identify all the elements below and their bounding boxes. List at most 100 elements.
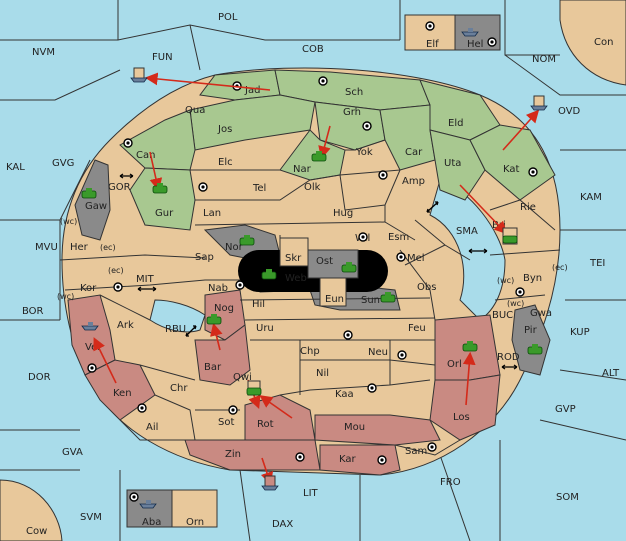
label-kor: Kor xyxy=(80,283,97,294)
prov-orn[interactable] xyxy=(171,489,218,528)
label-nor: Nor xyxy=(225,242,244,253)
army-ost[interactable] xyxy=(341,262,357,273)
prov-mou[interactable] xyxy=(314,414,441,446)
label-sap: Sap xyxy=(195,252,214,263)
army-web[interactable] xyxy=(261,269,277,280)
army-nar[interactable] xyxy=(311,151,327,162)
label-web: Web xyxy=(285,273,307,284)
prov-eun-box[interactable] xyxy=(319,277,347,307)
sc-hel xyxy=(487,37,497,47)
order-jad-fun xyxy=(144,72,271,91)
sea-cob: COB xyxy=(302,44,324,55)
army-nog[interactable] xyxy=(206,314,222,325)
grey-power-region xyxy=(74,14,551,528)
sea-dor: DOR xyxy=(28,372,51,383)
sea-gor: GOR xyxy=(108,182,131,193)
label-nil: Nil xyxy=(316,368,329,379)
sea-mit: MIT xyxy=(136,274,155,285)
sc-mel xyxy=(396,252,406,262)
army-bri[interactable] xyxy=(502,227,518,245)
passage-arrows xyxy=(119,173,518,370)
label-gur: Gur xyxy=(155,208,174,219)
sea-ovd: OVD xyxy=(558,106,581,117)
sea-svm: SVM xyxy=(80,512,102,523)
label-can: Can xyxy=(136,150,155,161)
label-kat: Kat xyxy=(503,164,520,175)
army-gaw[interactable] xyxy=(81,188,97,199)
prov-elf[interactable] xyxy=(404,14,456,51)
label-elf: Elf xyxy=(426,39,439,50)
sc-kar xyxy=(377,455,387,465)
label-zin: Zin xyxy=(225,449,241,460)
label-kaa: Kaa xyxy=(335,389,354,400)
supply-centres xyxy=(87,21,538,502)
sea-gvp: GVP xyxy=(555,404,576,415)
sea-rbu: RBU xyxy=(165,324,186,335)
label-chp: Chp xyxy=(300,346,320,357)
army-qwi[interactable] xyxy=(246,380,262,396)
sc-kat xyxy=(528,167,538,177)
label-nog: Nog xyxy=(214,303,234,314)
sc-zin xyxy=(295,452,305,462)
order-grh-nar xyxy=(318,125,331,160)
sea-mvu: MVU xyxy=(35,242,58,253)
sea-dax: DAX xyxy=(272,519,293,530)
label-jad: Jad xyxy=(244,85,260,96)
sea-nvm: NVM xyxy=(32,47,55,58)
sc-can xyxy=(123,138,133,148)
sc-ver xyxy=(87,363,97,373)
sea-sma: SMA xyxy=(456,226,478,237)
sea-alt: ALT xyxy=(602,368,620,379)
order-kat-ovd xyxy=(502,109,540,151)
passage-sma-inner-icon xyxy=(426,201,439,213)
prov-kar[interactable] xyxy=(319,444,401,476)
fleet-hel[interactable] xyxy=(461,28,479,37)
label-qua: Qua xyxy=(185,105,205,116)
army-pir[interactable] xyxy=(527,344,543,355)
fleet-lit[interactable] xyxy=(261,475,279,491)
fleet-fun[interactable] xyxy=(130,67,148,83)
prov-jos[interactable] xyxy=(189,94,316,151)
label-qwi: Qwi xyxy=(233,372,252,383)
passage-sma-icon xyxy=(468,248,488,254)
label-olk: Olk xyxy=(304,182,321,193)
army-sun[interactable] xyxy=(380,292,396,303)
label-byn: Byn xyxy=(523,273,542,284)
prov-skr-box[interactable] xyxy=(279,237,309,267)
sea-fro: FRO xyxy=(440,477,461,488)
label-chr: Chr xyxy=(170,383,188,394)
prov-gaw[interactable] xyxy=(74,159,111,241)
units xyxy=(81,28,548,509)
sc-grh xyxy=(362,121,372,131)
label-hel: Hel xyxy=(467,39,483,50)
army-nor[interactable] xyxy=(239,235,255,246)
army-orl[interactable] xyxy=(462,341,478,352)
sea-kup: KUP xyxy=(570,327,590,338)
passage-gor-icon xyxy=(119,173,134,179)
label-mou: Mou xyxy=(344,422,365,433)
label-her: Her xyxy=(70,242,89,253)
fleet-aba[interactable] xyxy=(139,500,157,509)
army-gur[interactable] xyxy=(152,183,168,194)
label-aba: Aba xyxy=(142,517,161,528)
fleet-ovd[interactable] xyxy=(530,95,548,111)
prov-kat[interactable] xyxy=(469,124,556,201)
passage-rod-icon xyxy=(501,364,518,370)
label-los: Los xyxy=(453,412,470,423)
sc-nab xyxy=(235,280,245,290)
label-elc: Elc xyxy=(218,157,233,168)
order-can-gur xyxy=(149,151,163,192)
passage-rbu-icon xyxy=(185,325,197,337)
label-grh: Grh xyxy=(343,107,361,118)
order-rot-qwi xyxy=(259,395,293,419)
sea-con: Con xyxy=(594,37,613,48)
prov-pir[interactable] xyxy=(511,304,551,376)
label-rie: Rie xyxy=(520,202,536,213)
green-power-region xyxy=(119,69,556,231)
sea-cow: Cow xyxy=(26,526,47,537)
label-pir: Pir xyxy=(524,325,538,336)
prov-bar[interactable] xyxy=(194,324,251,386)
fleet-ver[interactable] xyxy=(81,322,99,331)
